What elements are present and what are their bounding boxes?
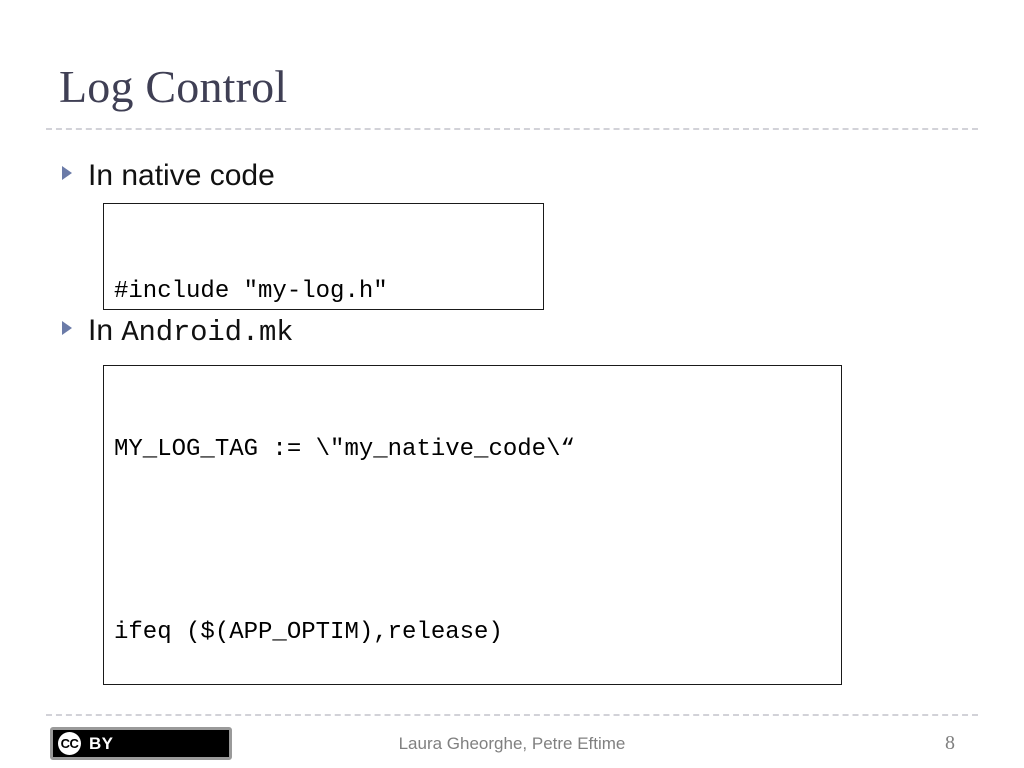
cc-by-label: BY [89,734,114,753]
bullet-label: In native code [88,158,275,194]
code-line: ifeq ($(APP_OPTIM),release) [114,619,503,646]
bullet-item-android-mk: In Android.mk [60,313,294,351]
bullet-label-text: In native code [88,159,275,192]
footer-divider [46,714,978,716]
triangle-bullet-icon [60,319,74,337]
code-line: #include "my-log.h" [114,278,388,305]
creative-commons-by-badge-icon: CC BY [50,727,232,760]
title-area: Log Control [0,58,1024,130]
code-line: MY_LOG_TAG := \"my_native_code\“ [114,436,575,463]
bullet-item-native-code: In native code [60,158,275,194]
code-line-blank [114,527,841,558]
cc-circle-icon: CC [58,732,81,755]
code-block-android-mk: MY_LOG_TAG := \"my_native_code\“ ifeq ($… [103,365,842,685]
page-number: 8 [945,732,955,754]
triangle-bullet-icon [60,164,74,182]
cc-mark-label: CC [60,736,79,751]
code-block-native: #include "my-log.h" ... MY_LOG_WARNING("… [103,203,544,310]
title-divider [46,128,978,130]
bullet-label: In Android.mk [88,313,294,351]
page-title: Log Control [59,61,288,112]
footer-authors: Laura Gheorghe, Petre Eftime [398,734,626,753]
bullet-label-text: In [88,314,122,347]
bullet-label-filename: Android.mk [121,316,294,349]
